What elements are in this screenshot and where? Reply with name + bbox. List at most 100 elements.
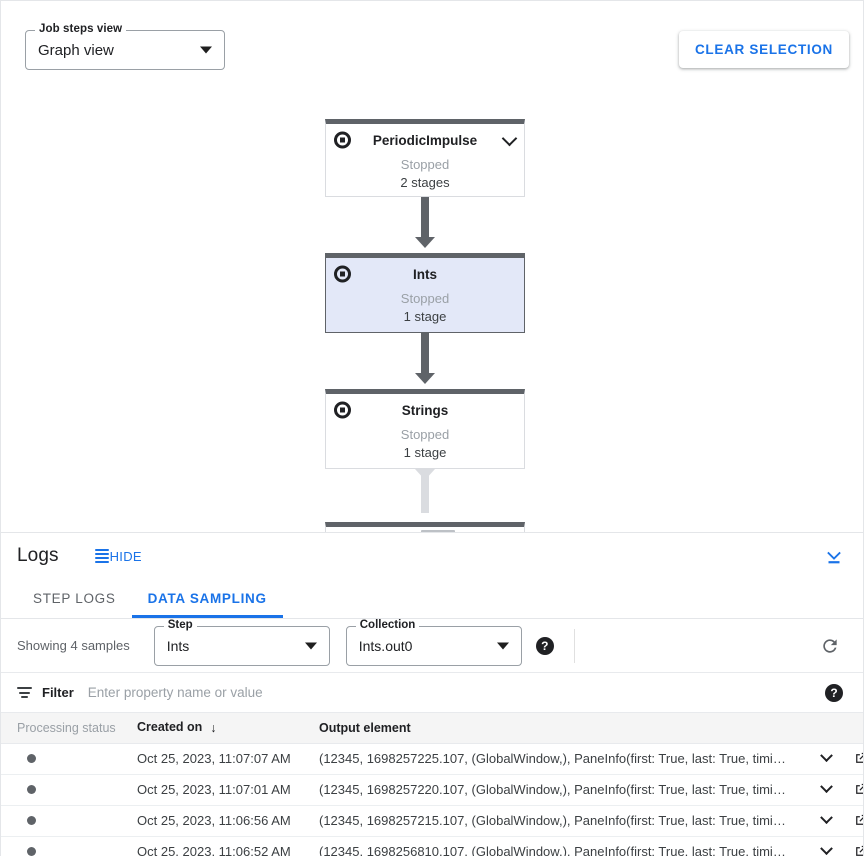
chevron-down-icon xyxy=(819,749,833,763)
vertical-divider xyxy=(573,628,575,663)
status-dot-icon xyxy=(27,754,36,763)
filter-icon xyxy=(17,687,32,698)
node-title-row: PeriodicImpulse xyxy=(326,124,524,156)
open-in-new-button[interactable] xyxy=(843,744,863,774)
cell-open[interactable] xyxy=(835,805,863,837)
cell-created-on: Oct 25, 2023, 11:06:56 AM xyxy=(129,805,311,837)
open-in-new-button[interactable] xyxy=(843,775,863,805)
collapse-panel-button[interactable] xyxy=(821,543,847,569)
open-in-new-icon xyxy=(855,845,863,856)
chevron-down-icon xyxy=(819,811,833,825)
table-head: Processing status Created on↓ Output ele… xyxy=(1,713,863,744)
job-steps-view-select[interactable]: Job steps view Graph view xyxy=(25,23,225,70)
graph-scroll-handle[interactable] xyxy=(421,530,455,532)
chevron-down-icon xyxy=(496,642,509,649)
samples-table-wrap: Processing status Created on↓ Output ele… xyxy=(1,713,863,856)
node-title: PeriodicImpulse xyxy=(372,132,478,148)
collection-select[interactable]: Collection Ints.out0 xyxy=(345,618,522,666)
step-select-value: Ints xyxy=(166,637,190,654)
cell-expand[interactable] xyxy=(801,743,835,775)
graph-edge-arrow xyxy=(415,237,435,248)
status-dot-icon xyxy=(27,847,36,856)
collection-select-value: Ints.out0 xyxy=(358,637,413,654)
cell-processing-status xyxy=(1,836,129,856)
showing-samples-text: Showing 4 samples xyxy=(17,638,130,653)
cell-expand[interactable] xyxy=(801,805,835,837)
cell-output-element: (12345, 1698257225.107, (GlobalWindow,),… xyxy=(311,743,801,775)
open-in-new-icon xyxy=(855,783,863,794)
hide-logs-label: HIDE xyxy=(109,548,142,564)
table-row[interactable]: Oct 25, 2023, 11:06:52 AM (12345, 169825… xyxy=(1,836,863,856)
expand-more-bar-icon xyxy=(827,551,841,564)
node-title: Ints xyxy=(412,266,437,282)
row-expand-button[interactable] xyxy=(809,744,835,774)
step-select-label: Step xyxy=(163,618,197,631)
refresh-button[interactable] xyxy=(817,633,843,659)
samples-table: Processing status Created on↓ Output ele… xyxy=(1,713,863,856)
cell-open[interactable] xyxy=(835,836,863,856)
cell-output-element: (12345, 1698257220.107, (GlobalWindow,),… xyxy=(311,774,801,806)
open-in-new-icon xyxy=(855,814,863,825)
table-header-row: Processing status Created on↓ Output ele… xyxy=(1,713,863,744)
cell-output-element: (12345, 1698257215.107, (GlobalWindow,),… xyxy=(311,805,801,837)
stop-icon xyxy=(334,265,351,283)
table-body: Oct 25, 2023, 11:07:07 AM (12345, 169825… xyxy=(1,743,863,856)
cell-open[interactable] xyxy=(835,774,863,806)
col-processing-status[interactable]: Processing status xyxy=(1,713,129,744)
table-row[interactable]: Oct 25, 2023, 11:07:01 AM (12345, 169825… xyxy=(1,774,863,806)
row-expand-button[interactable] xyxy=(809,837,835,856)
node-title-row: Strings xyxy=(326,394,524,426)
chevron-down-icon[interactable] xyxy=(501,130,518,147)
step-select[interactable]: Step Ints xyxy=(153,618,330,666)
cell-processing-status xyxy=(1,805,129,837)
collection-select-label: Collection xyxy=(355,618,420,631)
logs-tabs: STEP LOGS DATA SAMPLING xyxy=(1,579,863,619)
clear-selection-button[interactable]: CLEAR SELECTION xyxy=(678,31,849,68)
col-open xyxy=(835,713,863,744)
job-steps-view-value: Graph view xyxy=(38,41,114,59)
table-row[interactable]: Oct 25, 2023, 11:06:56 AM (12345, 169825… xyxy=(1,805,863,837)
cell-expand[interactable] xyxy=(801,836,835,856)
node-title-row: Ints xyxy=(326,258,524,290)
cell-output-element: (12345, 1698256810.107, (GlobalWindow,),… xyxy=(311,836,801,856)
filter-help-icon[interactable]: ? xyxy=(825,683,843,702)
chevron-down-icon xyxy=(819,842,833,856)
list-lines-icon xyxy=(94,549,109,563)
refresh-icon xyxy=(823,638,837,653)
cell-created-on: Oct 25, 2023, 11:06:52 AM xyxy=(129,836,311,856)
graph-edge xyxy=(421,333,429,377)
row-expand-button[interactable] xyxy=(809,806,835,836)
logs-header: Logs HIDE xyxy=(1,533,863,579)
node-status: Stopped xyxy=(400,157,450,172)
col-created-on-label: Created on xyxy=(137,720,203,735)
node-title: Strings xyxy=(401,402,449,418)
tab-data-sampling[interactable]: DATA SAMPLING xyxy=(131,579,283,618)
tab-step-logs[interactable]: STEP LOGS xyxy=(33,591,116,606)
graph-edge-faded xyxy=(421,469,429,513)
filter-input[interactable] xyxy=(87,685,847,700)
graph-node-strings[interactable]: Strings Stopped 1 stage xyxy=(325,389,525,469)
cell-open[interactable] xyxy=(835,743,863,775)
status-dot-icon xyxy=(27,785,36,794)
hide-logs-button[interactable]: HIDE xyxy=(94,548,142,564)
filter-row: Filter ? xyxy=(1,673,863,713)
chevron-down-icon xyxy=(819,780,833,794)
col-output-element[interactable]: Output element xyxy=(311,713,801,744)
open-in-new-button[interactable] xyxy=(843,837,863,856)
graph-node-periodicimpulse[interactable]: PeriodicImpulse Stopped 2 stages xyxy=(325,119,525,197)
sampling-controls: Showing 4 samples Step Ints Collection I… xyxy=(1,618,863,673)
collection-help-icon[interactable]: ? xyxy=(535,636,554,655)
open-in-new-icon xyxy=(855,752,863,763)
graph-node-ints[interactable]: Ints Stopped 1 stage xyxy=(325,253,525,333)
cell-expand[interactable] xyxy=(801,774,835,806)
graph-node-partial[interactable] xyxy=(325,522,525,532)
node-status: Stopped xyxy=(400,427,450,442)
cell-created-on: Oct 25, 2023, 11:07:07 AM xyxy=(129,743,311,775)
col-created-on[interactable]: Created on↓ xyxy=(129,713,311,744)
table-row[interactable]: Oct 25, 2023, 11:07:07 AM (12345, 169825… xyxy=(1,743,863,775)
graph-edge-arrow-faded xyxy=(415,469,435,480)
row-expand-button[interactable] xyxy=(809,775,835,805)
job-graph-panel: Job steps view Graph view CLEAR SELECTIO… xyxy=(0,0,864,532)
logs-panel: Logs HIDE STEP LOGS DATA SAMPLING Showin… xyxy=(0,532,864,856)
open-in-new-button[interactable] xyxy=(843,806,863,836)
